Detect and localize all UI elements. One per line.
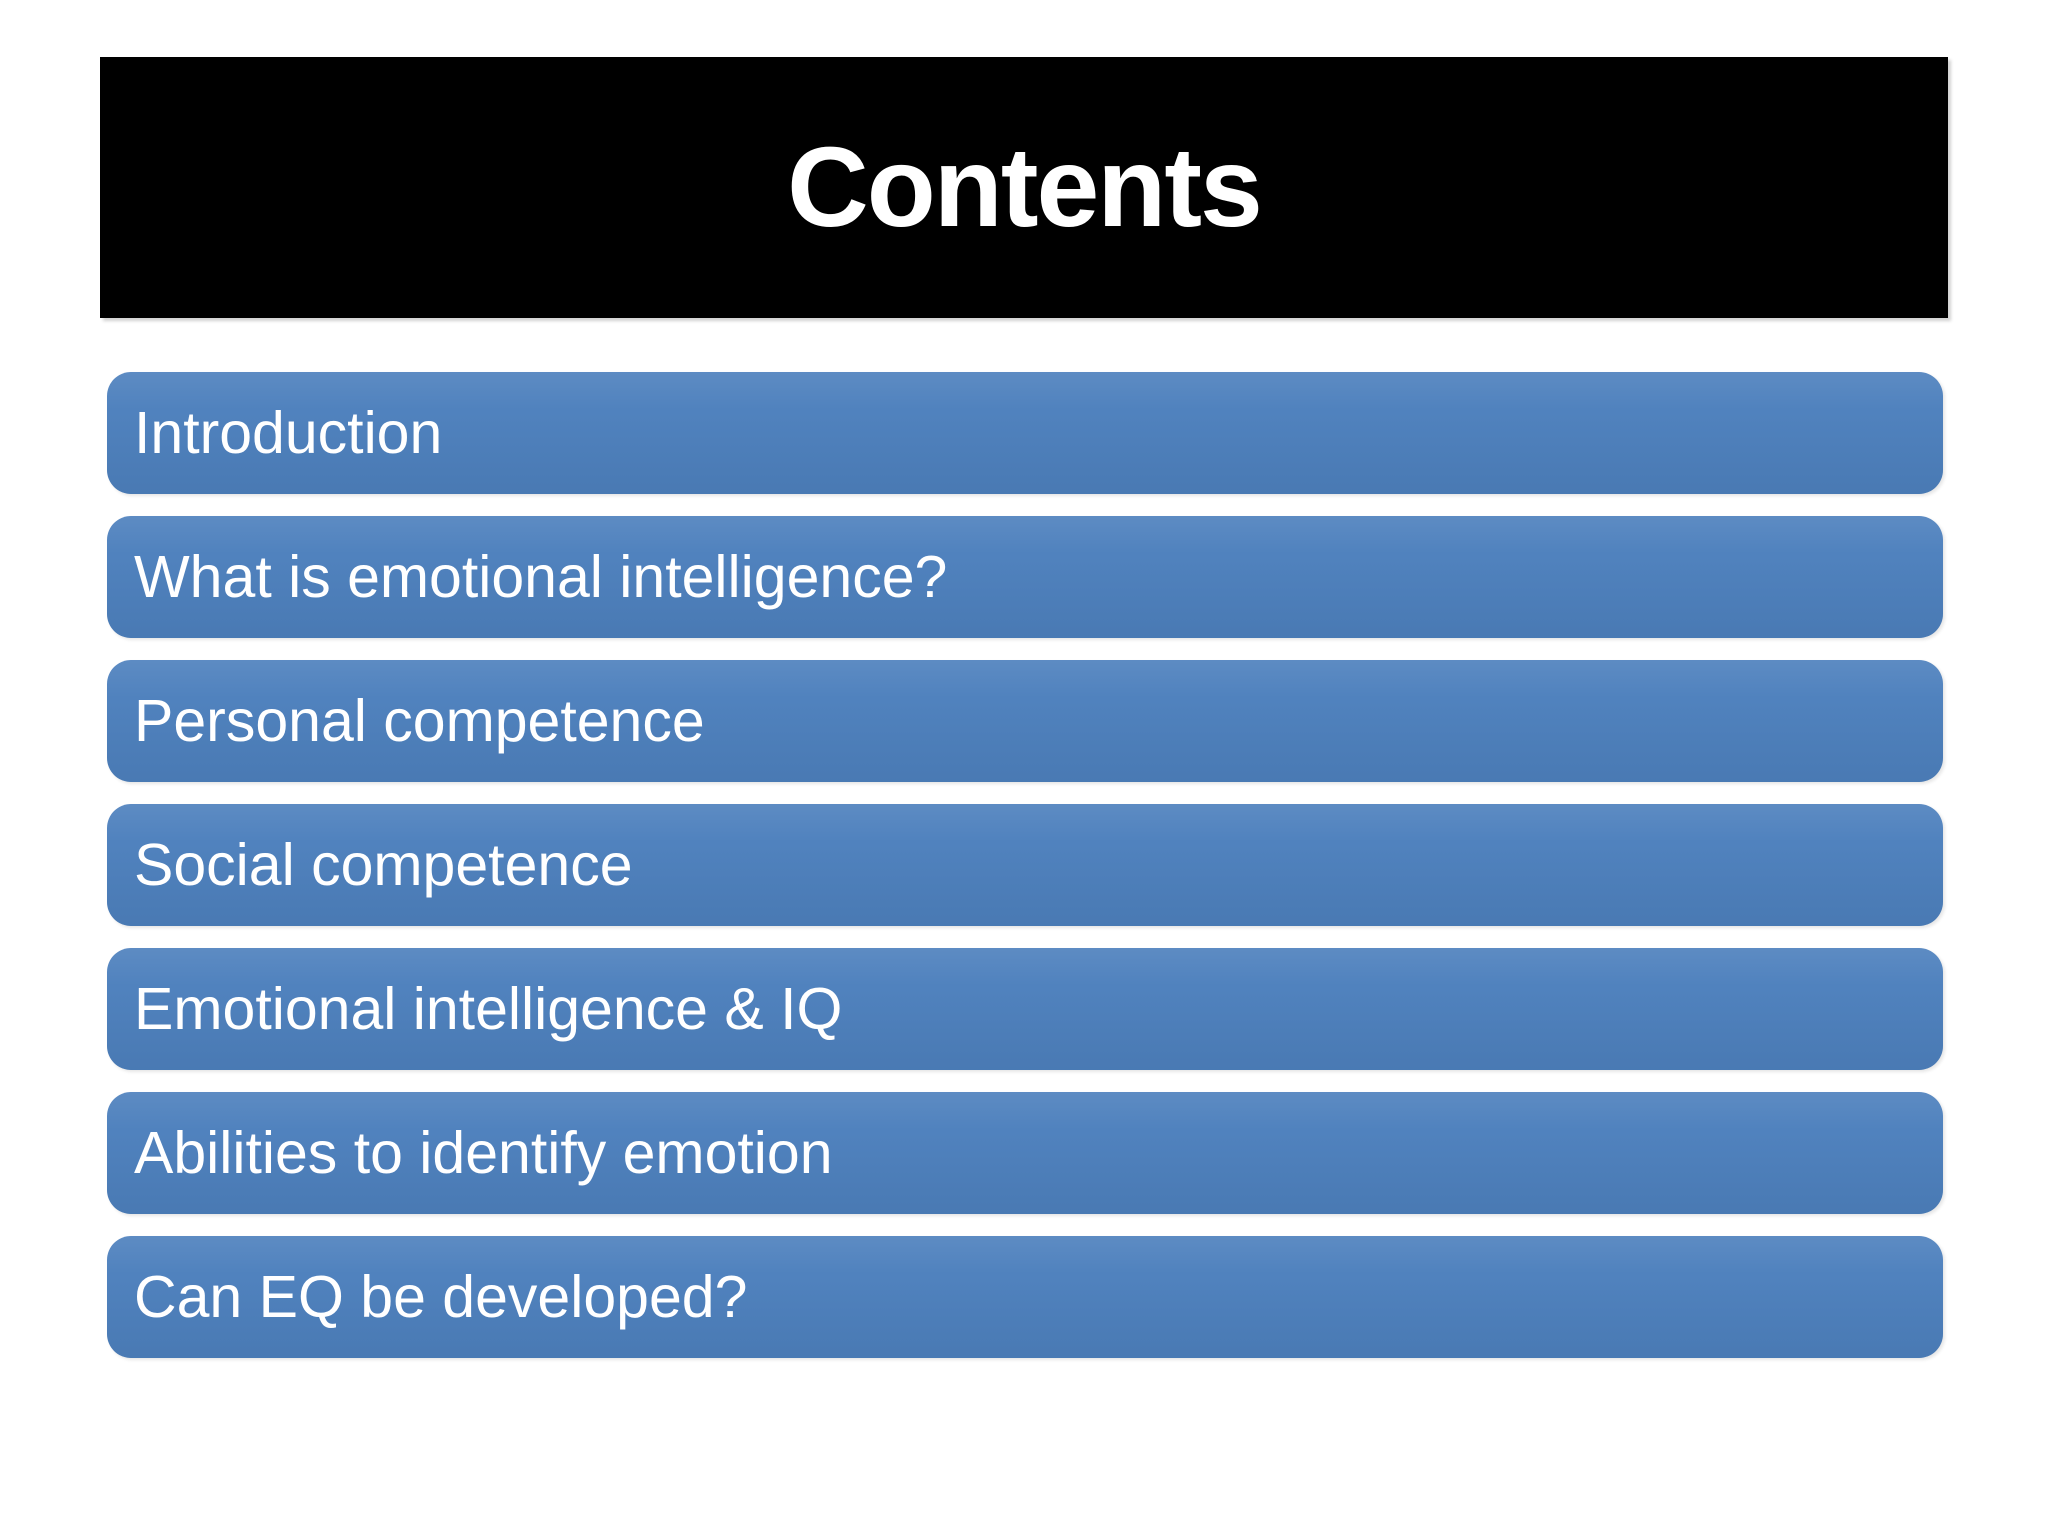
toc-item-label: Social competence xyxy=(134,831,633,898)
toc-item: Abilities to identify emotion xyxy=(107,1092,1943,1214)
toc-item-label: Personal competence xyxy=(134,687,705,754)
toc-item: Can EQ be developed? xyxy=(107,1236,1943,1358)
toc-item: Emotional intelligence & IQ xyxy=(107,948,1943,1070)
toc-item-label: Introduction xyxy=(134,399,443,466)
toc-item: Introduction xyxy=(107,372,1943,494)
toc-item: Social competence xyxy=(107,804,1943,926)
toc-item: What is emotional intelligence? xyxy=(107,516,1943,638)
title-bar: Contents xyxy=(100,57,1948,318)
toc-item-label: What is emotional intelligence? xyxy=(134,543,948,610)
toc-item-label: Abilities to identify emotion xyxy=(134,1119,833,1186)
slide-title: Contents xyxy=(787,124,1263,250)
toc-item: Personal competence xyxy=(107,660,1943,782)
toc-item-label: Emotional intelligence & IQ xyxy=(134,975,843,1042)
toc-item-label: Can EQ be developed? xyxy=(134,1263,748,1330)
